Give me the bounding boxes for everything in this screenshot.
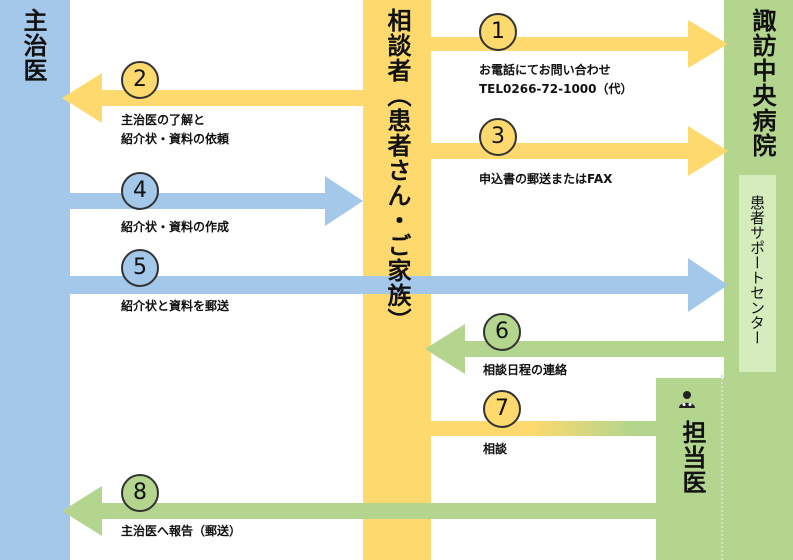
physician-label: 担当医 xyxy=(678,420,706,495)
step-7-label: 相談 xyxy=(483,442,508,456)
arrow-4 xyxy=(70,176,363,226)
support-center-label: 患者サポートセンター xyxy=(748,195,766,345)
doctor-label: 主治医 xyxy=(19,8,47,83)
step-2-label: 主治医の了解と 紹介状・資料の依頼 xyxy=(121,113,230,146)
step-8-label: 主治医へ報告（郵送） xyxy=(121,524,242,538)
step-4-number: 4 xyxy=(121,172,159,210)
step-3-number: 3 xyxy=(479,118,517,156)
step-6-label: 相談日程の連絡 xyxy=(483,363,568,377)
doctor-icon xyxy=(679,391,695,408)
step-8-number: 8 xyxy=(121,474,159,512)
step-5-number: 5 xyxy=(121,249,159,287)
dotted-divider xyxy=(721,375,723,560)
physician-column xyxy=(656,378,724,560)
arrow-5 xyxy=(70,258,728,312)
step-2-number: 2 xyxy=(121,61,159,99)
step-5-label: 紹介状と資料を郵送 xyxy=(121,299,230,313)
step-4-label: 紹介状・資料の作成 xyxy=(121,220,230,234)
step-1-number: 1 xyxy=(479,13,517,51)
arrow-2 xyxy=(62,73,363,123)
bar-7 xyxy=(431,421,656,436)
step-6-number: 6 xyxy=(483,313,521,351)
consultant-label: 相談者（患者さん・ご家族） xyxy=(383,8,411,333)
step-1-label: お電話にてお問い合わせ TEL0266-72-1000（代） xyxy=(479,63,633,96)
support-center-box xyxy=(739,175,776,372)
hospital-label: 諏訪中央病院 xyxy=(748,8,776,158)
arrow-8 xyxy=(62,486,656,536)
doctor-column xyxy=(0,0,70,560)
step-7-number: 7 xyxy=(483,390,521,428)
step-3-label: 申込書の郵送またはFAX xyxy=(479,172,613,186)
arrow-1 xyxy=(431,20,728,68)
arrow-6 xyxy=(425,324,724,374)
arrow-3 xyxy=(431,126,728,176)
